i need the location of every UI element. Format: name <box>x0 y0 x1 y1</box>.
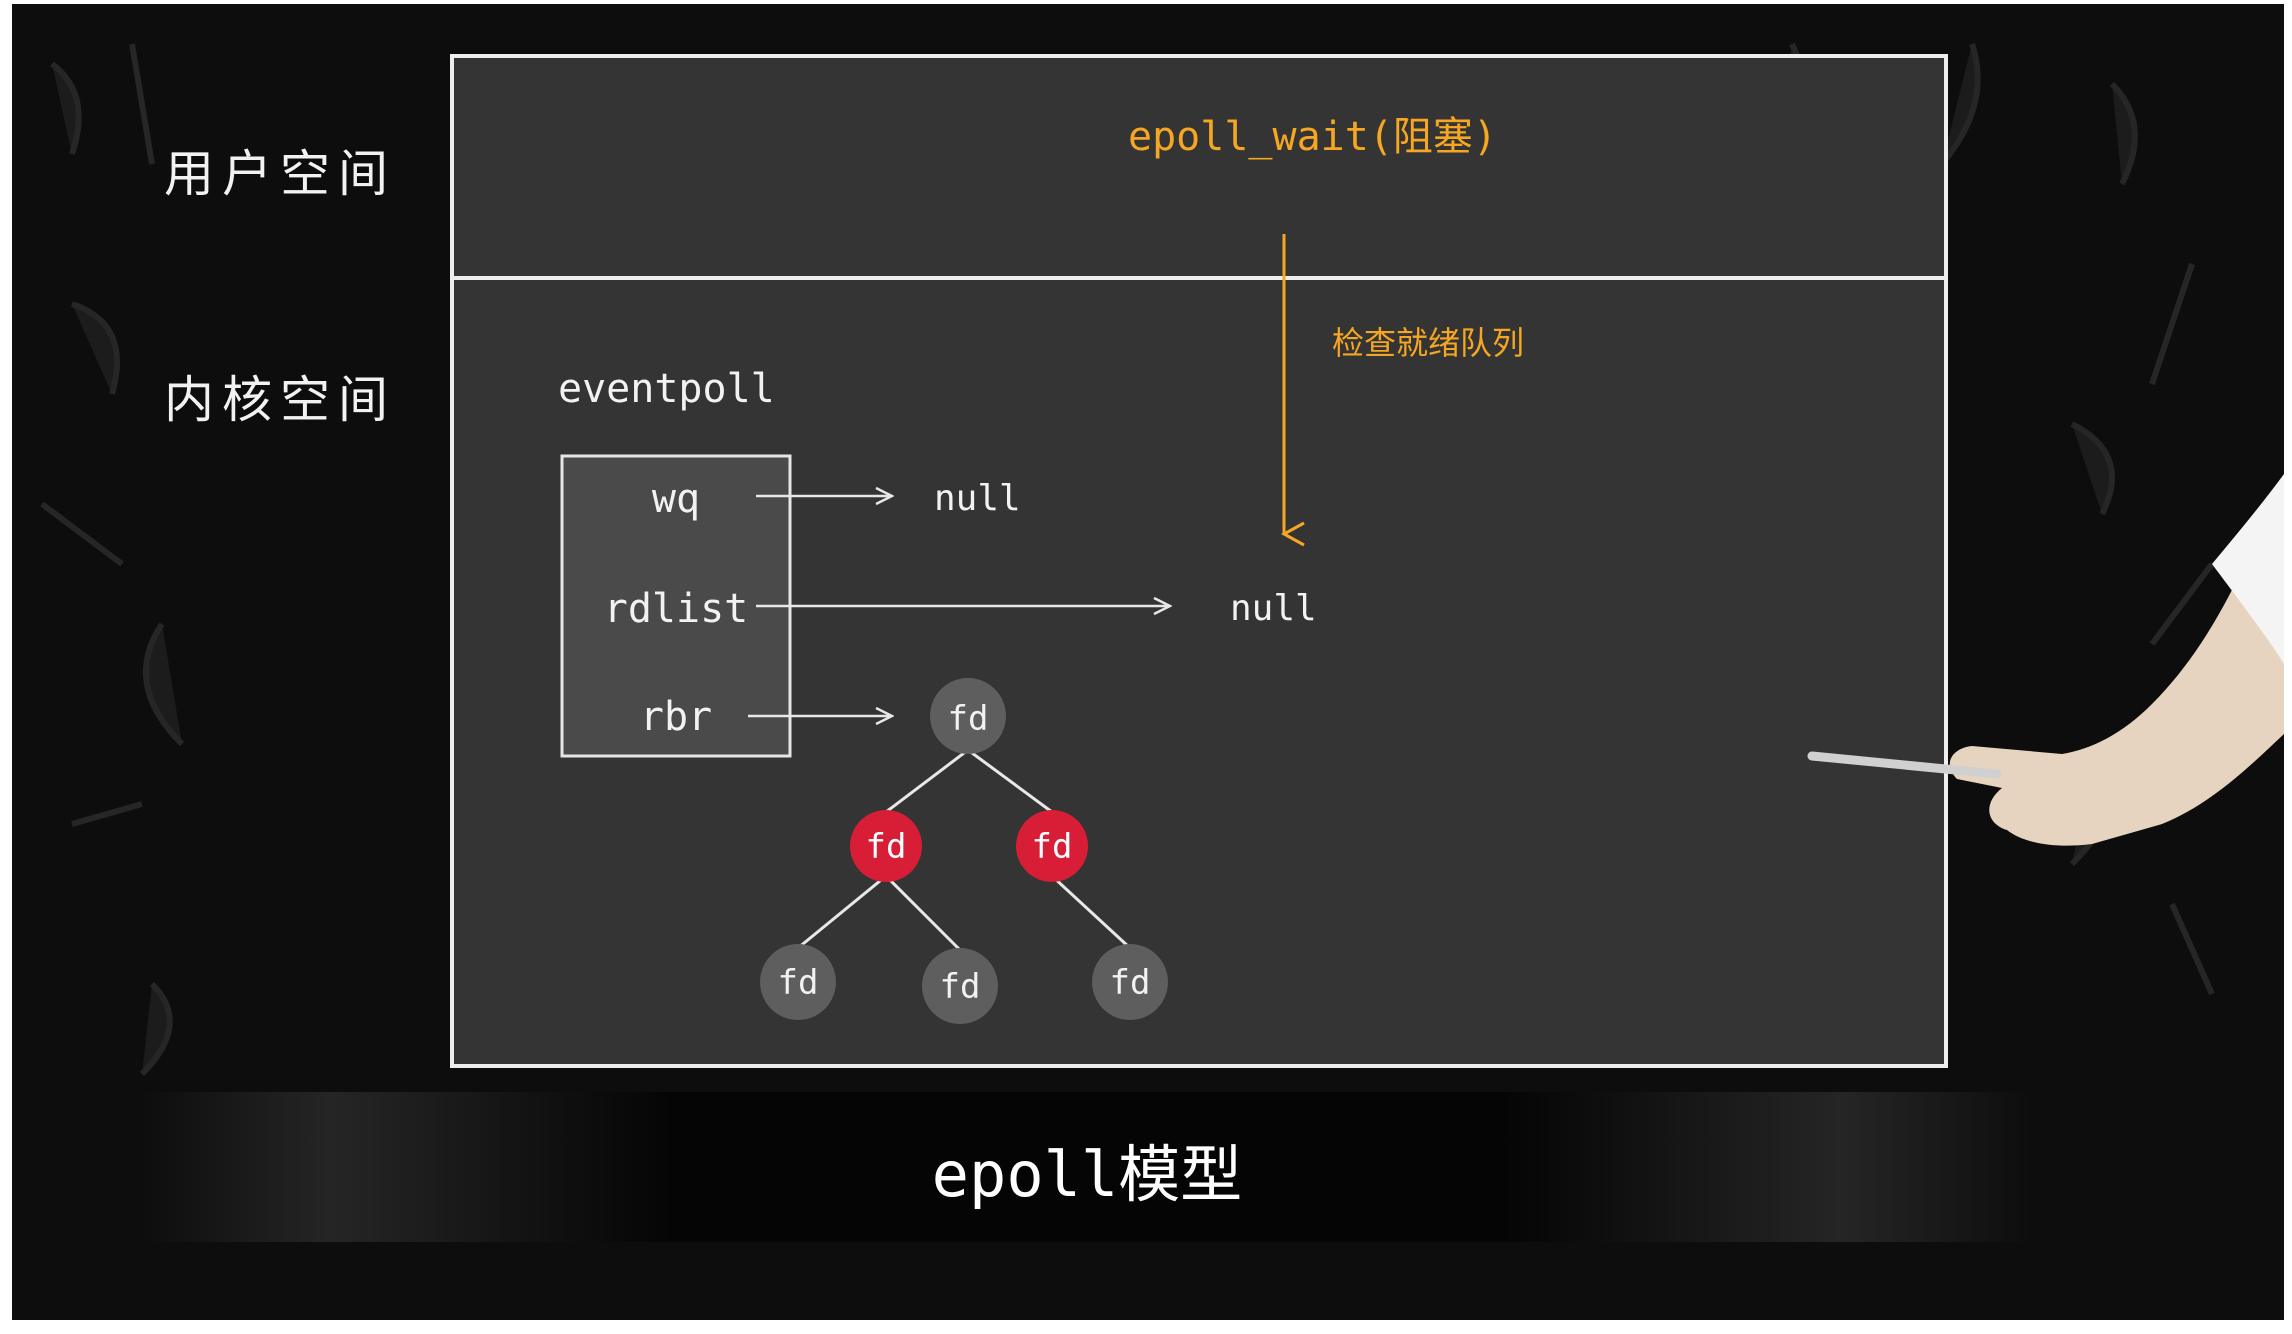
tree-edges <box>797 748 1132 952</box>
tree-node-leaf-1: fd <box>760 944 836 1020</box>
kernel-space-label: 内核空间 <box>164 371 396 429</box>
eventpoll-label: eventpoll <box>558 366 775 412</box>
check-ready-queue-label: 检查就绪队列 <box>1332 324 1524 362</box>
user-space-panel <box>450 54 1948 280</box>
svg-text:fd: fd <box>948 699 989 739</box>
epoll-wait-label: epoll_wait(阻塞) <box>1128 114 1497 160</box>
caption-bar <box>142 1092 2032 1242</box>
field-rbr: rbr <box>640 694 712 740</box>
slide-caption: epoll模型 <box>931 1138 1243 1211</box>
wq-null: null <box>934 478 1021 519</box>
svg-text:fd: fd <box>940 967 981 1007</box>
tree-node-leaf-3: fd <box>1092 944 1168 1020</box>
tree-node-red-left: fd <box>850 810 922 882</box>
svg-text:fd: fd <box>778 963 819 1003</box>
user-space-label: 用户空间 <box>164 145 396 203</box>
field-rdlist: rdlist <box>604 586 749 632</box>
tree-node-root: fd <box>930 678 1006 754</box>
slide-stage: 用户空间 内核空间 epoll_wait(阻塞) 检查就绪队列 eventpol… <box>12 4 2284 1320</box>
epoll-diagram: epoll_wait(阻塞) 检查就绪队列 eventpoll wq rdlis… <box>450 54 1948 1068</box>
tree-node-red-right: fd <box>1016 810 1088 882</box>
tree-node-leaf-2: fd <box>922 948 998 1024</box>
svg-text:fd: fd <box>1110 963 1151 1003</box>
rdlist-null: null <box>1230 588 1317 629</box>
svg-text:fd: fd <box>1032 827 1073 867</box>
field-wq: wq <box>652 476 700 522</box>
svg-text:fd: fd <box>866 827 907 867</box>
